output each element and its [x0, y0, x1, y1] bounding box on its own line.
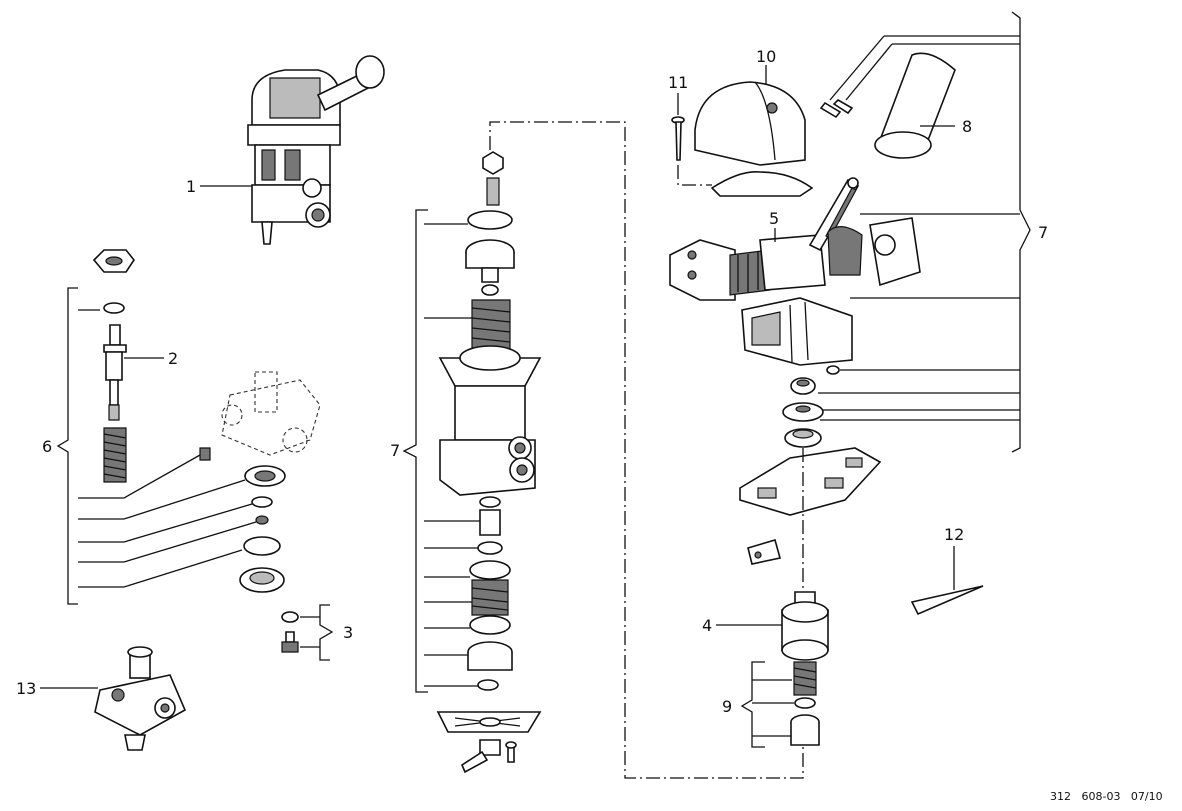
callout-7-right: 7 [1038, 223, 1048, 242]
drawing-reference: 312 608-03 07/10 [1050, 790, 1163, 803]
callout-10: 10 [756, 47, 776, 66]
part-13-valve [94, 646, 187, 751]
callout-1: 1 [186, 177, 196, 196]
part-10-cover [694, 81, 814, 197]
callout-9: 9 [722, 697, 732, 716]
bracket-7-left [402, 209, 480, 693]
lever-bracket [741, 297, 853, 366]
dash-centre-axis [489, 121, 804, 779]
callout-4: 4 [702, 616, 712, 635]
callout-6: 6 [42, 437, 52, 456]
callout-7-left: 7 [390, 441, 400, 460]
callout-5: 5 [769, 209, 779, 228]
part-1-valve-assembly [247, 55, 385, 245]
callout-8: 8 [962, 117, 972, 136]
clip-part [747, 539, 781, 565]
part-8-handle [819, 52, 956, 159]
kit-3-parts [281, 604, 334, 661]
kit-9-parts [740, 661, 820, 748]
kit-6-parts [199, 447, 286, 593]
centre-stack [436, 151, 542, 774]
bracket-7-right [818, 11, 1031, 453]
spring-left [103, 427, 127, 483]
callout-11: 11 [668, 73, 688, 92]
mounting-plate [739, 447, 882, 516]
callout-13: 13 [16, 679, 36, 698]
bracket-6 [56, 287, 257, 605]
right-stack [782, 365, 840, 448]
callout-3: 3 [343, 623, 353, 642]
part-2-plunger [103, 302, 127, 421]
part-11-screw [671, 116, 685, 161]
dash-screw [677, 165, 712, 186]
callout-12: 12 [944, 525, 964, 544]
part-5-lever-assembly [669, 177, 921, 301]
valve-body-ghost [221, 371, 321, 456]
part-4-piston [781, 591, 829, 661]
hex-nut [92, 249, 135, 273]
callout-2: 2 [168, 349, 178, 368]
part-12-pin [910, 585, 984, 616]
